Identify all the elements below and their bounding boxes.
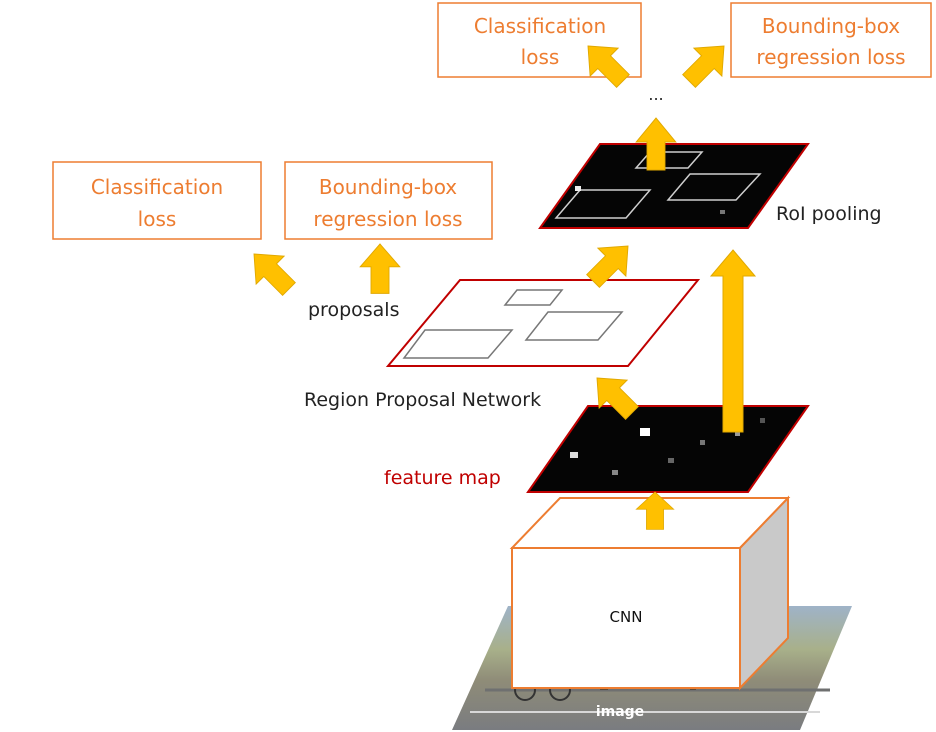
arrow-to-rpn-bbox: [359, 243, 401, 294]
image-label: image: [596, 704, 644, 720]
cnn-box: CNN: [509, 495, 791, 691]
roi-pooling-plane: RoI pooling ...: [538, 85, 882, 229]
rpn-bbox-line2: regression loss: [313, 207, 462, 231]
cnn-box-front: [511, 547, 741, 689]
rpn-plane: proposals Region Proposal Network: [304, 279, 701, 411]
feature-map-plane: [526, 405, 810, 493]
top-bbox-line2: regression loss: [756, 45, 905, 69]
top-ellipsis: ...: [648, 85, 663, 104]
rpn-classification-loss-box: Classification loss: [52, 161, 262, 240]
top-cls-line1: Classification: [474, 14, 606, 38]
rpn-cls-line2: loss: [138, 207, 177, 231]
feature-map-label: feature map: [384, 467, 501, 489]
roi-box: [554, 189, 652, 219]
proposal-box: [402, 329, 514, 359]
proposal-box: [503, 289, 564, 306]
proposals-label: proposals: [308, 299, 399, 321]
rpn-cls-line1: Classification: [91, 175, 223, 199]
roi-plane-shape: [538, 143, 810, 229]
arrow-feature-to-roi: [709, 249, 757, 433]
rpn-plane-shape: [385, 279, 701, 367]
arrow-to-top-bbox: [674, 31, 739, 96]
roi-box: [634, 151, 704, 169]
top-cls-line2: loss: [521, 45, 560, 69]
roi-pooling-label: RoI pooling: [776, 203, 882, 225]
rpn-label: Region Proposal Network: [304, 389, 541, 411]
top-bbox-regression-loss-box: Bounding-box regression loss: [730, 2, 932, 78]
rpn-bbox-line1: Bounding-box: [319, 175, 457, 199]
roi-box: [666, 173, 762, 201]
cnn-label: CNN: [610, 608, 643, 626]
top-bbox-line1: Bounding-box: [762, 14, 900, 38]
arrow-to-rpn-cls: [239, 239, 304, 304]
proposal-box: [524, 311, 624, 341]
feature-map: feature map: [384, 405, 810, 493]
rpn-bbox-regression-loss-box: Bounding-box regression loss: [284, 161, 493, 240]
